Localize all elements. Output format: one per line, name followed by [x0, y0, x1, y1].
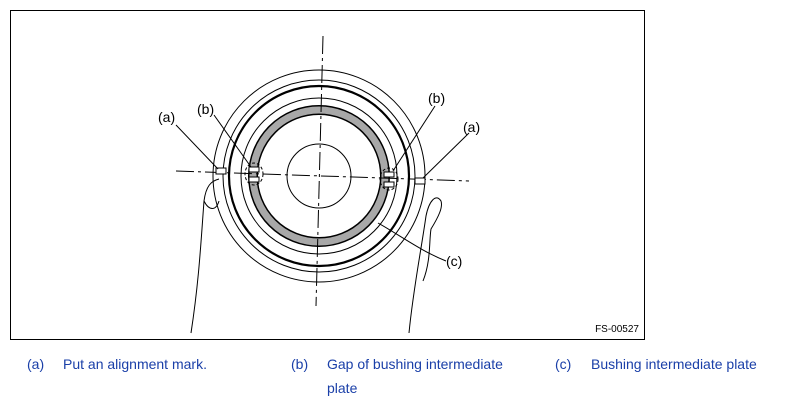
- leader-b-right: [392, 105, 436, 172]
- inner-ring: [240, 97, 398, 255]
- leader-c: [377, 222, 447, 262]
- callout-b-left: (b): [197, 101, 214, 117]
- bushing-diagram: (a) (b) (b) (a) (c): [158, 35, 480, 334]
- bore-circle: [286, 143, 352, 209]
- legend: (a) Put an alignment mark. (b) Gap of bu…: [0, 352, 787, 401]
- housing-ring: [227, 84, 411, 268]
- alignment-mark-right: [414, 177, 426, 185]
- callout-c: (c): [446, 253, 462, 269]
- tool-left-outline-2: [203, 200, 220, 209]
- gap-left-notch: [248, 166, 260, 173]
- diagram-figure: (a) (b) (b) (a) (c) FS-00527: [10, 10, 645, 340]
- gap-mark-right: [379, 167, 399, 191]
- tool-right-outline: [408, 197, 442, 334]
- legend-text-a: Put an alignment mark.: [63, 356, 207, 372]
- gap-left-notch-2: [248, 176, 260, 183]
- legend-key-b: (b): [291, 356, 309, 372]
- outer-circle-2: [222, 79, 416, 273]
- tool-left-outline: [190, 178, 220, 334]
- leader-a-right: [422, 132, 470, 179]
- legend-key-c: (c): [555, 356, 572, 372]
- legend-text-c: Bushing intermediate plate: [591, 356, 757, 372]
- legend-key-a: (a): [27, 356, 45, 372]
- gap-mark-left: [244, 162, 264, 186]
- callout-a-right: (a): [463, 119, 480, 135]
- figure-id-label: FS-00527: [595, 324, 639, 335]
- leader-b-left: [213, 114, 252, 168]
- alignment-mark-left: [215, 167, 227, 175]
- legend-text-b: Gap of bushing intermediate plate: [327, 356, 503, 396]
- gap-right-notch-2: [383, 181, 395, 188]
- vertical-centerline: [315, 35, 324, 307]
- callout-a-left: (a): [158, 109, 175, 125]
- callout-b-right: (b): [428, 90, 445, 106]
- leader-a-left: [175, 124, 219, 170]
- gap-right-notch: [383, 171, 395, 178]
